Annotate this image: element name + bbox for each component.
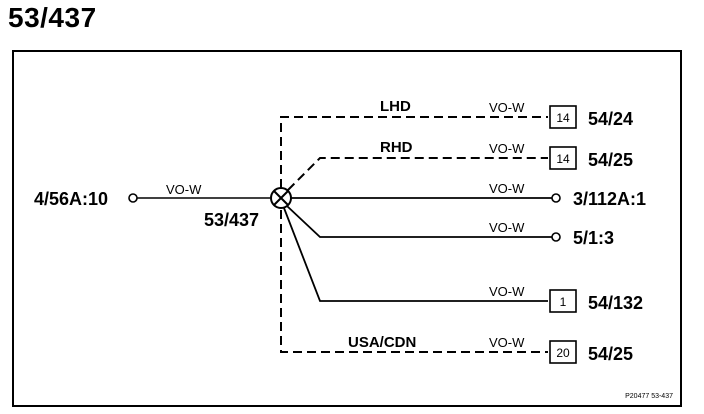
reference-code: P20477 53-437 [625, 393, 673, 400]
branch-rhd-region: RHD [380, 139, 413, 156]
branch-5-destination: 54/132 [588, 293, 643, 313]
branch-3-wire-color: VO-W [489, 181, 525, 196]
source-terminal-label: 4/56A:10 [34, 189, 108, 209]
branch-4-wire-color: VO-W [489, 220, 525, 235]
branch-rhd-wire [287, 157, 548, 191]
branch-5-wire [283, 207, 548, 302]
branch-lhd-connector-box [549, 105, 577, 129]
branch-3-destination: 3/112A:1 [573, 189, 646, 209]
branch-usa-wire [280, 210, 548, 353]
splice-label: 53/437 [204, 210, 259, 230]
branch-rhd-box-number: 14 [556, 152, 570, 166]
branch-4-destination: 5/1:3 [573, 228, 614, 248]
source-connector [128, 193, 138, 203]
branch-rhd-connector-box [549, 146, 577, 170]
branch-usa-box-number: 20 [556, 346, 570, 360]
branch-lhd-destination: 54/24 [588, 109, 633, 129]
source-wire-color: VO-W [166, 182, 202, 197]
branch-4-connector [551, 232, 561, 242]
branch-5-connector-box [549, 289, 577, 313]
branch-usa-destination: 54/25 [588, 344, 633, 364]
branch-4-wire [286, 205, 552, 238]
branch-lhd-region: LHD [380, 98, 411, 115]
branch-rhd-destination: 54/25 [588, 150, 633, 170]
page-title: 53/437 [8, 2, 97, 33]
splice-node-icon [270, 187, 292, 209]
branch-lhd-wire-color: VO-W [489, 100, 525, 115]
branch-5-wire-color: VO-W [489, 284, 525, 299]
branch-lhd-wire [280, 116, 548, 188]
branch-5-box-number: 1 [560, 295, 567, 309]
branch-rhd-wire-color: VO-W [489, 141, 525, 156]
branch-usa-wire-color: VO-W [489, 335, 525, 350]
branch-3-connector [551, 193, 561, 203]
branch-usa-region: USA/CDN [348, 334, 416, 351]
branch-usa-connector-box [549, 340, 577, 364]
diagram-frame [12, 50, 682, 407]
branch-lhd-box-number: 14 [556, 111, 570, 125]
